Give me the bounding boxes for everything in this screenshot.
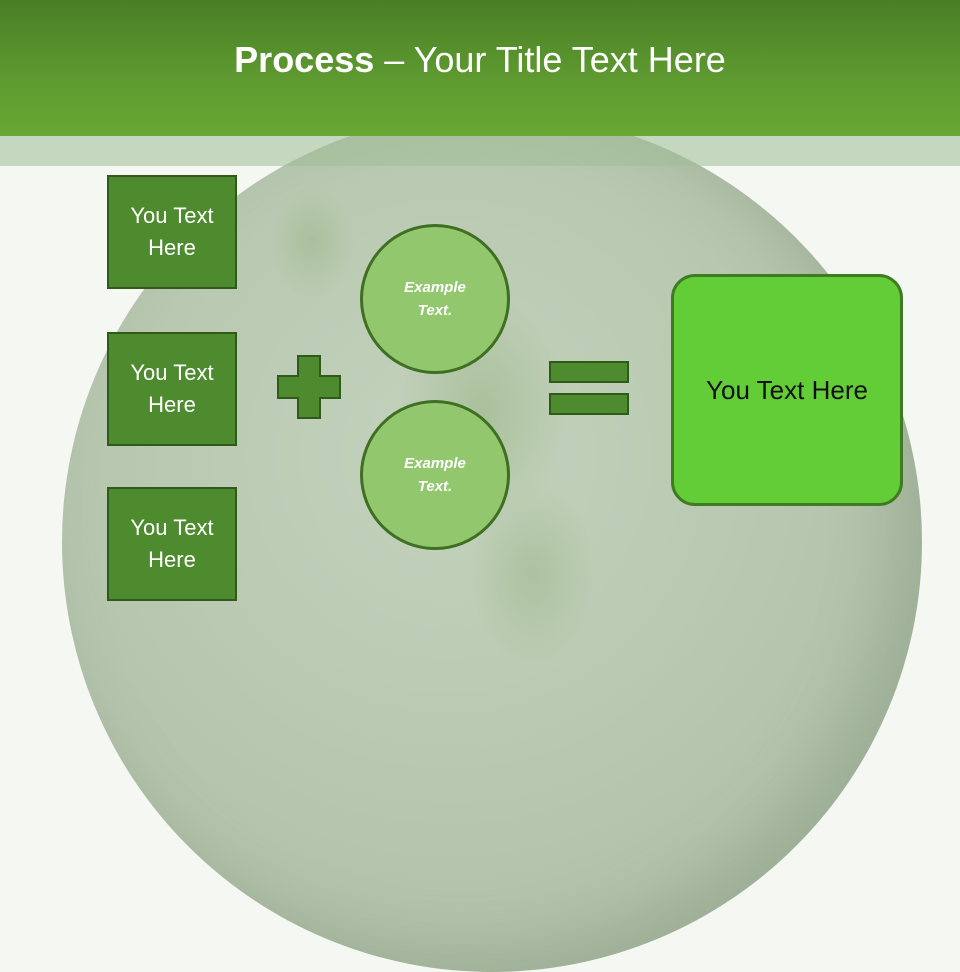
equals-icon (549, 361, 629, 415)
operand-circle-2: Example Text. (360, 400, 510, 550)
text-box-3: You Text Here (107, 487, 237, 601)
title-bar: Process – Your Title Text Here (0, 0, 960, 136)
text-box-1: You Text Here (107, 175, 237, 289)
result-box: You Text Here (671, 274, 903, 506)
text-box-label: You Text Here (130, 360, 214, 417)
operand-circle-1: Example Text. (360, 224, 510, 374)
slide-title: Process – Your Title Text Here (234, 39, 726, 81)
title-bar-strip (0, 136, 960, 166)
operand-label: Example Text. (404, 455, 466, 495)
title-rest: – Your Title Text Here (374, 39, 726, 80)
text-box-label: You Text Here (130, 515, 214, 572)
result-label: You Text Here (706, 374, 868, 405)
text-box-2: You Text Here (107, 332, 237, 446)
title-bold: Process (234, 39, 375, 80)
plus-icon (277, 355, 341, 419)
operand-label: Example Text. (404, 279, 466, 319)
text-box-label: You Text Here (130, 203, 214, 260)
